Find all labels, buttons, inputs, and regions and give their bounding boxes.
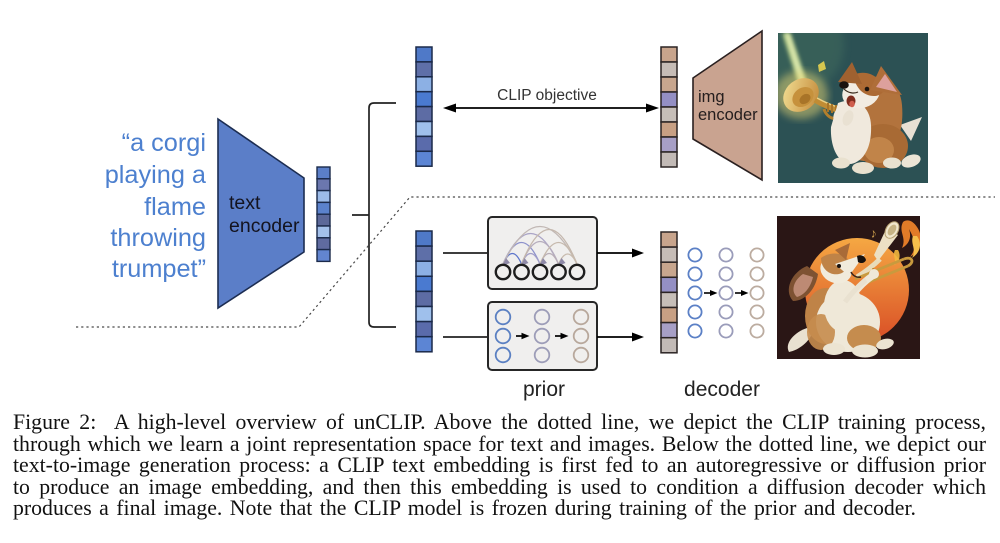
svg-text:img: img (698, 88, 725, 106)
svg-text:encoder: encoder (698, 106, 758, 124)
svg-text:decoder: decoder (684, 378, 760, 401)
svg-text:encoder: encoder (229, 215, 300, 237)
svg-text:“a corgi: “a corgi (122, 129, 206, 157)
svg-text:trumpet”: trumpet” (112, 255, 206, 283)
svg-text:♪: ♪ (869, 225, 878, 241)
svg-text:playing a: playing a (105, 161, 207, 189)
svg-text:prior: prior (523, 378, 565, 401)
svg-text:throwing: throwing (110, 224, 206, 252)
svg-text:CLIP objective: CLIP objective (497, 87, 597, 104)
svg-text:text: text (229, 192, 261, 214)
svg-text:flame: flame (144, 193, 206, 221)
